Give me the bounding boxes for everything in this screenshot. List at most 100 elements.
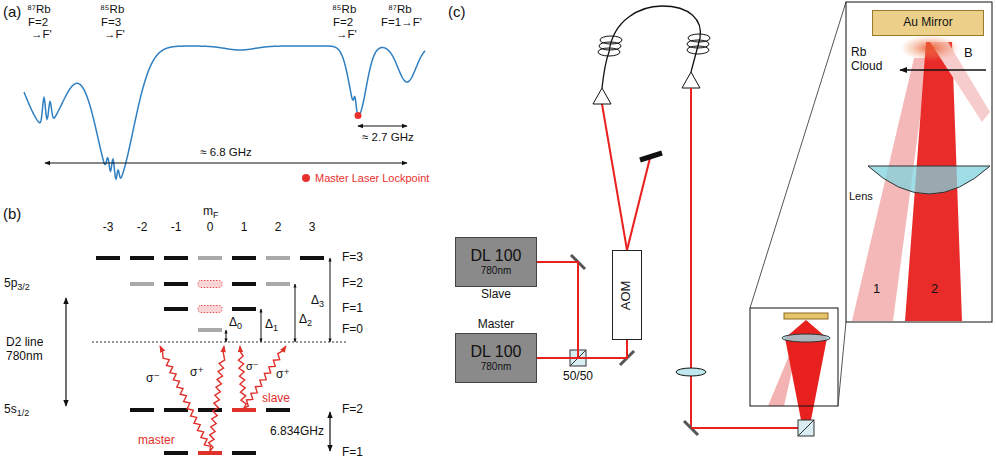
sublevel-bar <box>198 306 222 313</box>
sublevel-bar <box>232 451 256 455</box>
lens <box>676 368 706 376</box>
virtual-level <box>92 341 346 342</box>
label-subscript: 2 <box>307 318 312 328</box>
axis-tick: 3 <box>309 221 316 235</box>
zoom-frame <box>750 308 838 406</box>
legend-text: Master Laser Lockpoint <box>315 172 429 184</box>
sublevel-bar <box>232 282 256 286</box>
axis-tick: 1 <box>241 221 248 235</box>
legend-swatch <box>302 174 310 182</box>
gold-mirror: Au Mirror <box>872 10 984 36</box>
label-main: 5p <box>4 276 17 290</box>
axis-tick: -2 <box>137 221 148 235</box>
atom-cloud <box>900 35 960 61</box>
label: Δ1 <box>265 318 278 333</box>
label-main: Δ <box>229 315 237 329</box>
panel-letter: (c) <box>448 3 466 20</box>
field-arrow <box>900 69 986 70</box>
sublevel-bar <box>198 408 222 412</box>
beam-splitter-cube <box>798 420 814 436</box>
label: D2 line <box>6 336 43 350</box>
axis-tick: -1 <box>171 221 182 235</box>
sublevel-bar <box>164 282 188 286</box>
label-subscript: 3/2 <box>17 282 30 292</box>
sublevel-bar <box>300 256 324 260</box>
label-subscript: 3 <box>319 299 324 309</box>
axis-tick: -3 <box>103 221 114 235</box>
label: F=2 <box>28 16 48 29</box>
box-text: AOM <box>620 280 635 310</box>
dimension-arrow <box>45 163 407 164</box>
sublevel-bar <box>232 408 256 412</box>
sublevel-bar <box>130 256 154 260</box>
label: 5s1/2 <box>4 403 29 418</box>
zoom-leader <box>838 322 846 406</box>
detuning-arrow <box>330 258 331 342</box>
label-main: Δ <box>299 312 307 326</box>
label: →F' <box>104 28 125 41</box>
optical-fiber <box>602 6 700 88</box>
laser-beam <box>691 427 806 429</box>
mirror <box>784 313 828 319</box>
sublevel-bar <box>164 451 188 455</box>
sublevel-bar <box>198 451 222 455</box>
label: F=1→F' <box>381 16 422 29</box>
sublevel-bar <box>266 256 290 260</box>
label-subscript: F <box>213 210 219 220</box>
fiber-coil <box>600 36 622 44</box>
axis-tick: 2 <box>275 221 282 235</box>
sublevel-bar <box>164 307 188 311</box>
callout-number: 2 <box>931 282 938 297</box>
label: F=0 <box>342 323 363 337</box>
label: slave <box>262 392 290 406</box>
label: Δ2 <box>299 313 312 328</box>
laser-beam <box>627 158 650 250</box>
label: ⁸⁷Rb <box>388 3 412 16</box>
label: Lens <box>849 190 873 203</box>
box-heading: Master <box>456 318 536 332</box>
box-text: 780nm <box>481 265 512 277</box>
label: σ⁻ <box>246 360 259 373</box>
label-main: 5s <box>4 402 17 416</box>
box-text: DL 100 <box>471 247 522 265</box>
label-subscript: 1 <box>273 323 278 333</box>
beam-splitter-diagonal <box>798 420 814 436</box>
label: Δ3 <box>311 294 324 309</box>
zoom-leader <box>750 2 846 308</box>
box-text: DL 100 <box>471 343 522 361</box>
label: Rb Cloud <box>851 46 887 74</box>
label-subscript: 1/2 <box>17 408 30 418</box>
lockpoint-dot <box>355 112 362 119</box>
fiber-coupler <box>682 72 700 88</box>
level-scheme <box>96 256 324 455</box>
label: σ⁻ <box>146 372 160 386</box>
label: 50/50 <box>563 370 593 384</box>
detuning-arrow <box>295 284 296 342</box>
label: master <box>138 434 175 448</box>
label: F=3 <box>342 251 363 265</box>
sublevel-bar <box>130 282 154 286</box>
sublevel-bar <box>164 408 188 412</box>
sublevel-bar <box>198 328 222 332</box>
callout-number: 1 <box>873 282 880 297</box>
fiber-coil <box>688 34 710 42</box>
lens <box>782 334 830 342</box>
dimension-label: ≈ 2.7 GHz <box>362 131 414 144</box>
box-text: Au Mirror <box>903 16 952 30</box>
label: mF <box>203 205 219 220</box>
legend-entry: Master Laser Lockpoint <box>302 172 429 185</box>
panel-letter: (b) <box>3 205 21 222</box>
spectrum <box>24 46 425 179</box>
laser-box: DL 100780nmSlave <box>455 237 537 287</box>
sublevel-bar <box>198 256 222 260</box>
sublevel-bar <box>164 256 188 260</box>
sublevel-bar <box>232 307 256 311</box>
label: F=1 <box>342 446 363 460</box>
detuning-arrow <box>261 309 262 342</box>
laser-photon <box>209 346 225 451</box>
panel-letter: (a) <box>3 3 21 20</box>
dimension-arrow <box>358 126 407 127</box>
label: σ⁺ <box>276 368 290 382</box>
